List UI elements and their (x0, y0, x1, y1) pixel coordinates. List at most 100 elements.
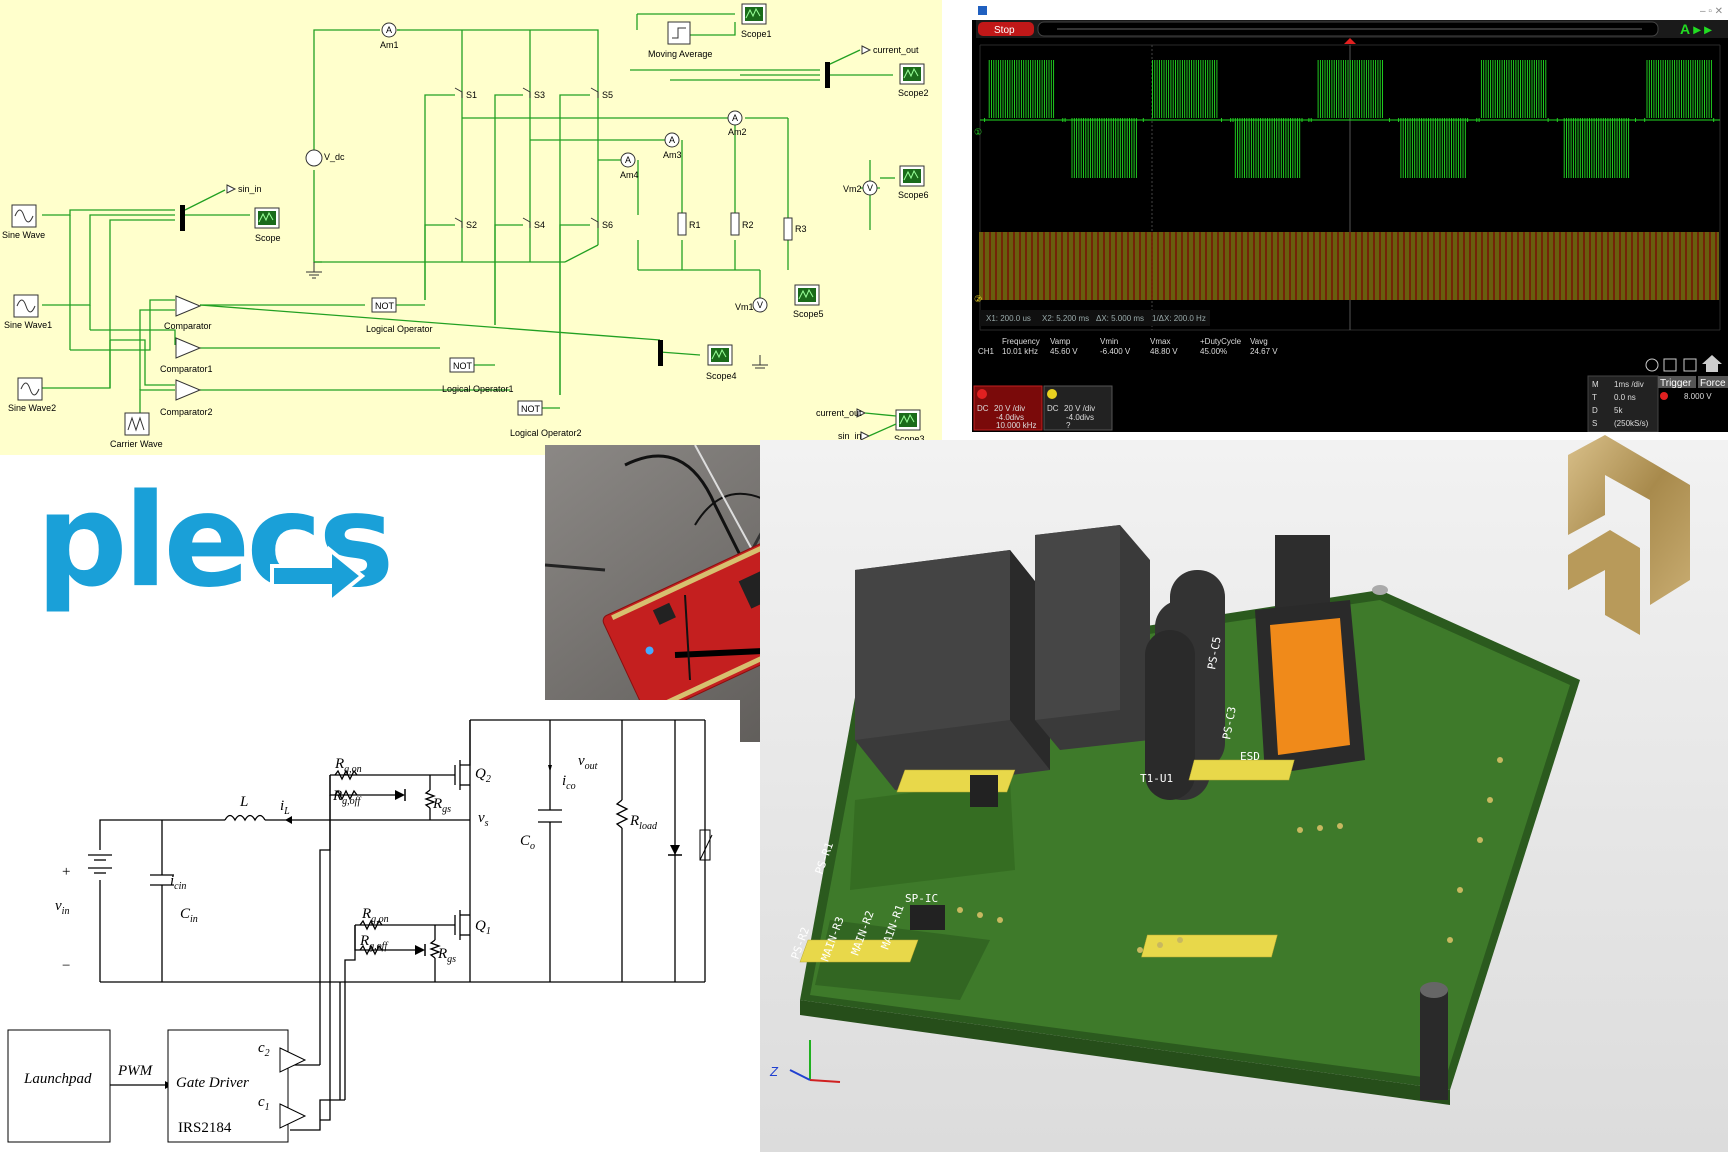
trigger-button[interactable] (1658, 376, 1696, 388)
sine-wave1-block[interactable] (13, 294, 39, 318)
measure-duty-header: +DutyCycle (1200, 337, 1242, 346)
logical-operator2-label: Logical Operator2 (510, 428, 582, 438)
force-button[interactable] (1698, 376, 1728, 388)
s1-label: S1 (466, 90, 477, 100)
measure-vavg-header: Vavg (1250, 337, 1268, 346)
timebase-settings[interactable]: M 1ms /div T 0.0 ns D 5k S (250kS/s) (1587, 375, 1659, 432)
rg-on-label: Rg,on (334, 756, 362, 775)
measure-vmin: -6.400 V (1100, 347, 1131, 356)
ch2-settings[interactable]: DC 20 V /div -4.0divs ? (1043, 385, 1113, 431)
measure-vamp-header: Vamp (1050, 337, 1071, 346)
toolbar-icons[interactable] (1645, 355, 1722, 372)
carrier-wave-label: Carrier Wave (110, 439, 163, 449)
transformer-components (855, 525, 1150, 790)
vout-label: vout (578, 753, 598, 772)
cin-label: Cin (180, 906, 198, 925)
scope4-label: Scope4 (706, 371, 737, 381)
svg-text:V: V (867, 183, 873, 193)
cursor-dx: ΔX: 5.000 ms (1096, 314, 1144, 323)
cursor-x2: X2: 5.200 ms (1042, 314, 1089, 323)
sine-wave-label: Sine Wave (2, 230, 45, 240)
ch1-settings[interactable]: DC 20 V /div -4.0divs 10.000 kHz (973, 385, 1043, 431)
ch2-offset: -4.0divs (1066, 413, 1094, 422)
tb-m: M (1592, 380, 1599, 389)
sine-wave1-label: Sine Wave1 (4, 320, 52, 330)
ch1-scale: 20 V /div (994, 404, 1025, 413)
irs2184-label: IRS2184 (178, 1120, 232, 1136)
rg-on-label-2: Rg,on (361, 906, 389, 925)
sin-in-from: sin_in (838, 431, 862, 441)
tb-t: T (1592, 393, 1597, 402)
measure-vmin-header: Vmin (1100, 337, 1118, 346)
comparator1-label: Comparator1 (160, 364, 213, 374)
svg-text:A ▸ ▸: A ▸ ▸ (1680, 21, 1712, 37)
power-module (1255, 600, 1365, 775)
s2-label: S2 (466, 220, 477, 230)
vm2-label: Vm2 (843, 184, 862, 194)
svg-text:①: ① (974, 127, 982, 137)
c1-label: c1 (258, 1094, 270, 1113)
sine-wave-block[interactable] (11, 204, 37, 228)
pwm-label: PWM (117, 1063, 154, 1079)
ch1-freq: 10.000 kHz (996, 421, 1036, 430)
ch2-waveform (979, 232, 1719, 300)
rg-off-label: Rg,off (332, 788, 361, 807)
boost-converter-schematic: Launchpad PWM Gate Driver IRS2184 Rg,on … (0, 700, 740, 1152)
scope-label: Scope (255, 233, 281, 243)
vm1-label: Vm1 (735, 302, 754, 312)
scope2-label: Scope2 (898, 88, 929, 98)
sine-wave2-block[interactable] (17, 377, 43, 401)
tb-s: S (1592, 419, 1597, 428)
trigger-level: 8.000 V (1684, 392, 1712, 401)
measure-frequency: 10.01 kHz (1002, 347, 1038, 356)
cursor-inv-dx: 1/ΔX: 200.0 Hz (1152, 314, 1206, 323)
q1-label: Q1 (475, 918, 491, 937)
tb-m-val: 1ms /div (1614, 380, 1644, 389)
not-block-3[interactable]: NOT (521, 404, 541, 414)
rg-off-label-2: Rg,off (359, 933, 388, 952)
sin-in-tag: sin_in (238, 184, 262, 194)
rgs-label-top: Rgs (432, 796, 451, 815)
svg-text:V: V (757, 300, 763, 310)
launchpad-block (7, 1029, 111, 1143)
tb-d-val: 5k (1614, 406, 1623, 415)
q2-label: Q2 (475, 766, 491, 785)
launchpad-label: Launchpad (23, 1071, 92, 1087)
not-block-2[interactable]: NOT (453, 361, 473, 371)
oscilloscope-panel: – ▫ ✕ Stop A ▸ ▸ ① ② X1: 200.0 us X2: 5.… (972, 0, 1728, 432)
v-dc-label: V_dc (324, 152, 345, 162)
stop-button-label: Stop (994, 25, 1015, 36)
r3-label: R3 (795, 224, 807, 234)
carrier-wave-block[interactable] (124, 412, 150, 436)
stop-button[interactable] (978, 22, 1034, 36)
s4-label: S4 (534, 220, 545, 230)
svg-text:A: A (732, 113, 738, 123)
ch2-scale: 20 V /div (1064, 404, 1095, 413)
ch1-offset: -4.0divs (996, 413, 1024, 422)
am1-label: Am1 (380, 40, 399, 50)
svg-text:A: A (625, 155, 631, 165)
vin-label: vin (55, 898, 69, 917)
cursor-x1: X1: 200.0 us (986, 314, 1031, 323)
ch2-trace-overlay (983, 232, 1717, 300)
logical-operator-label: Logical Operator (366, 324, 433, 334)
comparator2-label: Comparator2 (160, 407, 213, 417)
not-block-1[interactable]: NOT (375, 301, 395, 311)
silk-ps-c5: PS-C5 (1205, 636, 1224, 671)
silk-t1-u1: T1-U1 (1140, 772, 1173, 785)
r1-label: R1 (689, 220, 701, 230)
tb-s-val: (250kS/s) (1614, 419, 1649, 428)
ch1-coupling: DC (977, 404, 989, 413)
silk-sp-ic: SP-IC (905, 892, 938, 905)
ch2-trace (979, 232, 1719, 300)
am2-label: Am2 (728, 127, 747, 137)
scope5-label: Scope5 (793, 309, 824, 319)
icin-label: icin (170, 873, 186, 892)
minus-label: − (62, 958, 70, 974)
scope-blocks[interactable] (254, 3, 925, 431)
svg-text:A: A (386, 25, 392, 35)
svg-text:– ▫ ✕: – ▫ ✕ (1700, 6, 1723, 17)
pcb-3d-view: T1-U1 SP-IC PS-R2 MAIN-R3 MAIN-R2 MAIN-R… (760, 440, 1728, 1152)
tb-d: D (1592, 406, 1598, 415)
measure-frequency-header: Frequency (1002, 337, 1040, 346)
